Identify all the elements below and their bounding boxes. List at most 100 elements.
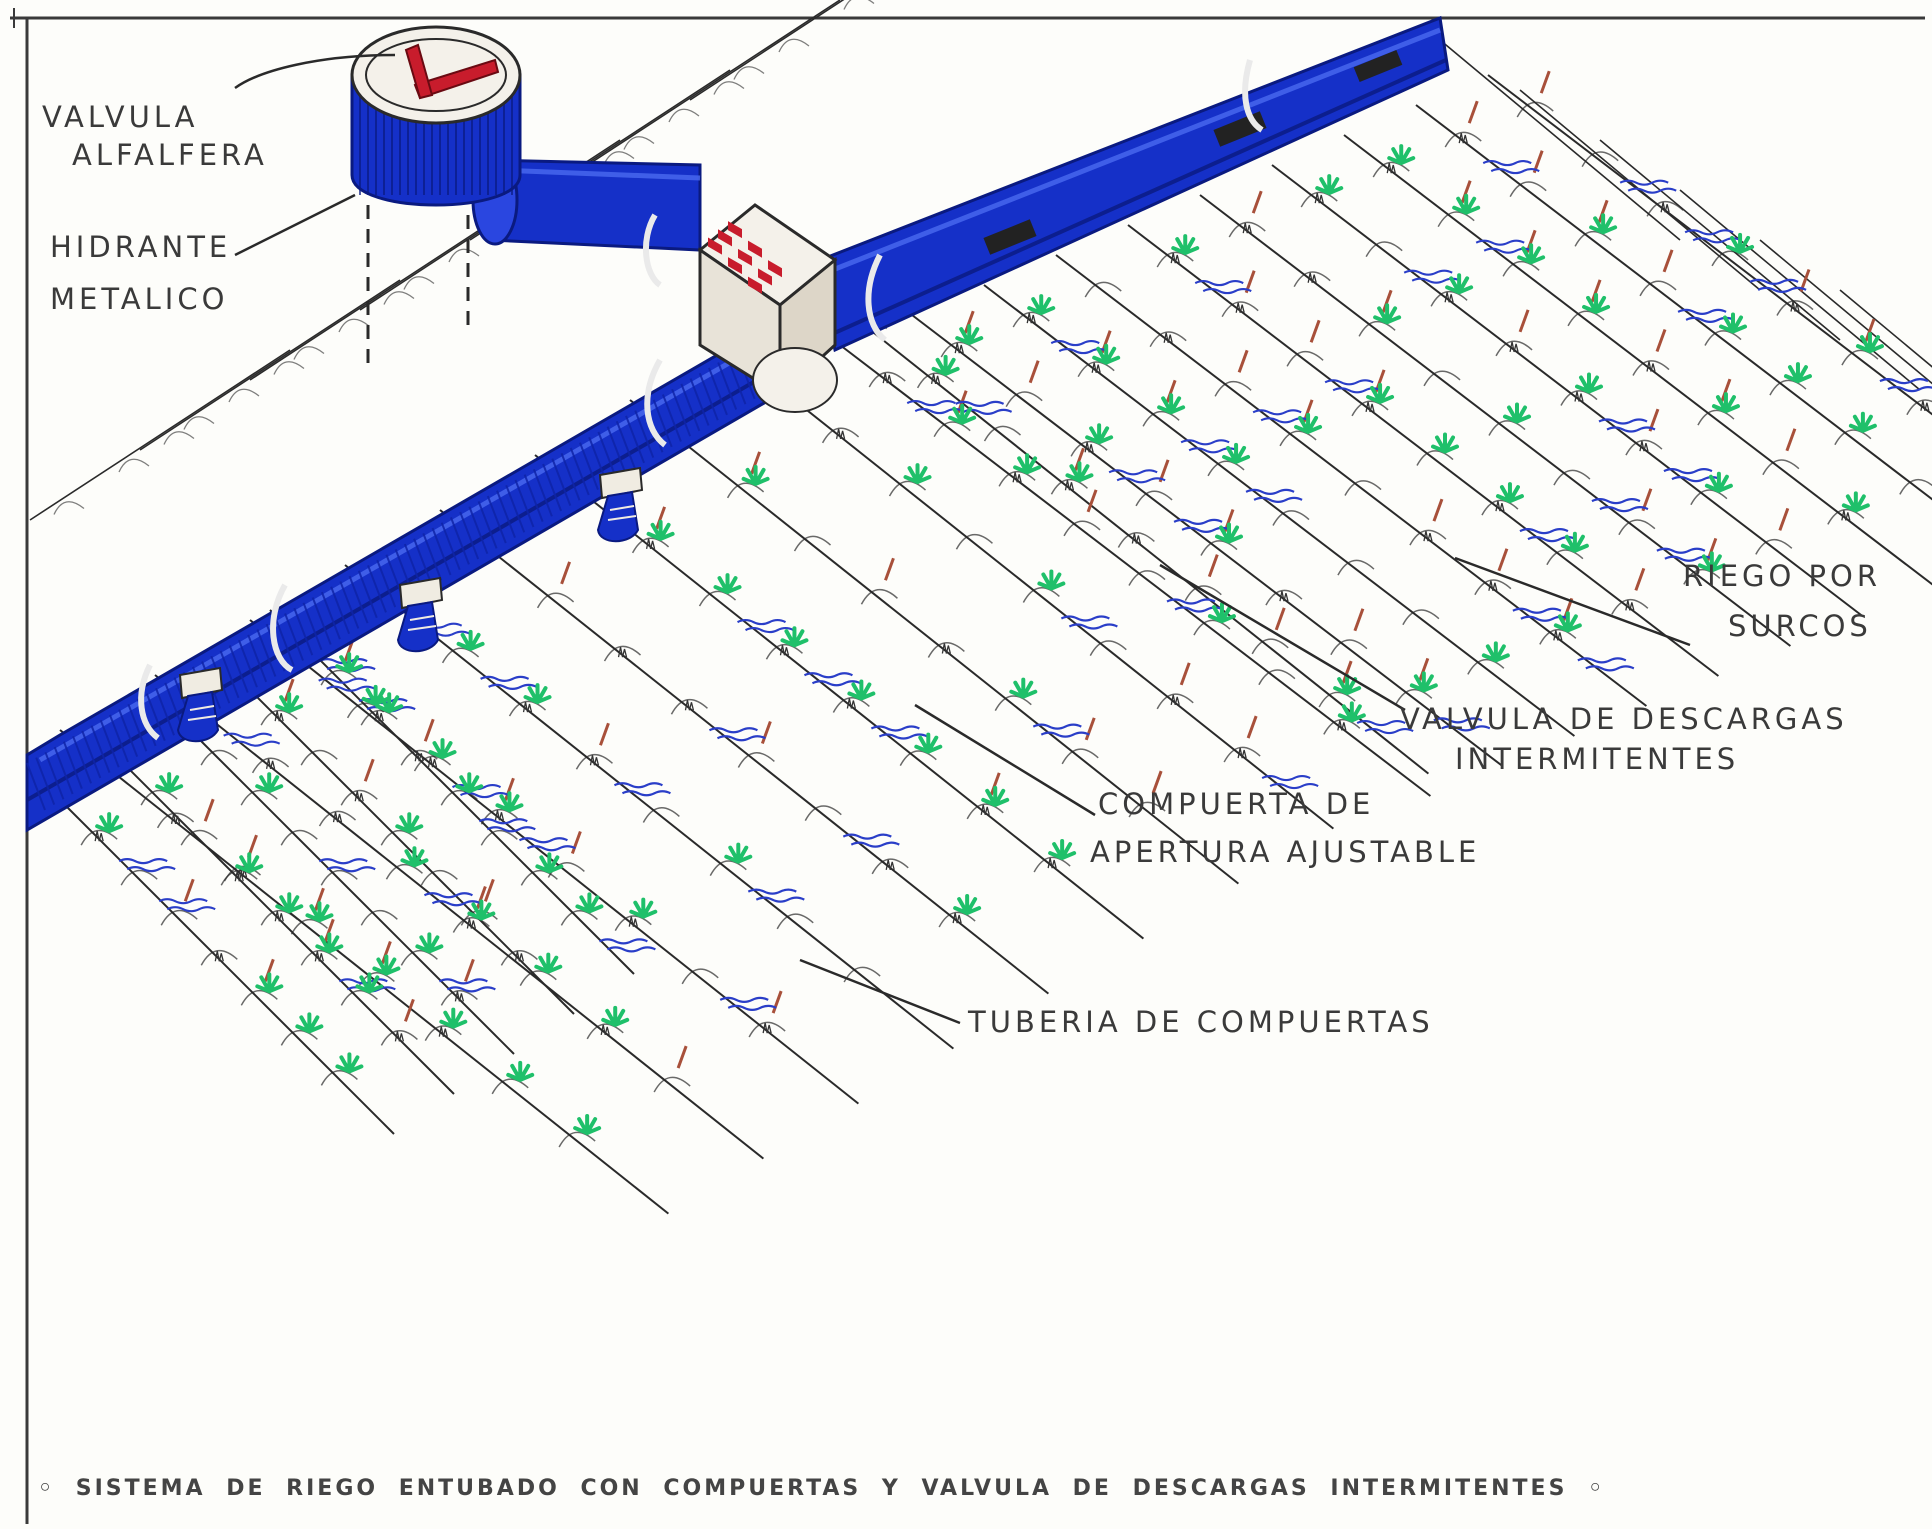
grass-tuft [847,698,855,708]
ridge-arc [1078,362,1114,377]
ridge-arc [1118,533,1154,548]
label-riego-line1: RIEGO POR [1683,559,1881,593]
soil-mark [1499,549,1507,571]
plant-icon [526,685,550,702]
ridge-arc [669,109,699,122]
plant-icon [1563,534,1587,551]
ridge-arc [1085,282,1121,297]
ridge-arc [1352,401,1388,416]
plant-icon [374,956,398,973]
ridge-arc [1224,747,1260,762]
grass-tuft [780,645,788,655]
grass-tuft [429,757,437,767]
water-ripple-icon [622,791,670,795]
ridge-arc [1201,541,1237,556]
soil-mark [1181,663,1189,685]
ridge-arc [1229,222,1265,237]
ridge-arc [559,1132,595,1147]
plant-icon [1858,334,1882,351]
water-ripple-icon [728,1006,776,1010]
soil-mark [885,558,893,580]
ridge-arc [1366,242,1402,257]
ridge-arc [795,536,831,551]
soil-mark [365,759,373,781]
plant-icon [1015,455,1039,472]
water-ripple-icon [1069,624,1117,628]
plant-icon [1505,405,1529,422]
ridge-arc [605,646,641,661]
ridge-arc [576,755,612,770]
plant-icon [1728,235,1752,252]
grass-tuft [1315,193,1323,203]
hydrant-support-lines [368,205,468,370]
ridge-arc [1482,500,1518,515]
plant-icon [402,848,426,865]
ridge-arc [1633,361,1669,376]
grass-tuft [1171,253,1179,263]
water-ripple-icon [1041,733,1089,737]
grass-tuft [275,911,283,921]
plant-icon [1375,305,1399,322]
ridge-arc [1280,431,1316,446]
plant-icon [1433,435,1457,452]
plant-icon [603,1008,627,1025]
grass-tuft [942,643,950,653]
grass-tuft [1338,720,1346,730]
grass-tuft [837,429,845,439]
label-tuberia-compuertas: TUBERIA DE COMPUERTAS [968,1005,1434,1039]
plant-icon [1340,703,1364,720]
furrow-line [580,0,840,170]
grass-tuft [334,812,342,822]
label-valvula-descargas-line2: INTERMITENTES [1455,742,1739,776]
ridge-arc [728,483,764,498]
plant-icon [1317,176,1341,193]
ridge-arc [1431,292,1467,307]
plant-icon [307,903,331,920]
furrow-line [690,0,950,100]
plant-icon [337,1054,361,1071]
plant-icon [1519,245,1543,262]
plant-icon [441,1010,465,1027]
ridge-arc [823,428,859,443]
grass-tuft [981,805,989,815]
ridge-arc [1194,620,1230,635]
ridge-arc [1208,461,1244,476]
ridge-arc [900,751,936,766]
plant-icon [744,467,768,484]
plant-icon [1721,315,1745,332]
soil-mark [1469,101,1477,123]
ridge-arc [861,590,897,605]
water-ripple-icon [167,907,215,911]
soil-mark [1239,350,1247,372]
ridge-arc [1338,560,1374,575]
plant-icon [1714,394,1738,411]
water-ripple-icon [1586,666,1634,670]
grass-tuft [1027,313,1035,323]
ridge-arc [1023,588,1059,603]
grass-tuft [1387,163,1395,173]
grass-tuft [1575,392,1583,402]
grass-tuft [1132,533,1140,543]
plant-icon [782,628,806,645]
ridge-arc [738,753,774,768]
grass-tuft [1459,133,1467,143]
ridge-arc [253,758,289,773]
soil-mark [1664,250,1672,272]
ridge-arc [1575,232,1611,247]
ridge-arc [1301,192,1337,207]
grass-tuft [95,831,103,841]
grass-tuft [215,951,223,961]
furrow-line [155,675,763,1159]
ridge-arc [1222,302,1258,317]
soil-mark [1636,568,1644,590]
plant-icon [983,788,1007,805]
ridge-arc [956,535,992,550]
gated-pipe [27,310,810,830]
water-ripple-icon [1888,387,1932,391]
ridge-arc [538,593,574,608]
plant-icon [537,854,561,871]
plant-icon [1011,680,1035,697]
soil-mark [1311,320,1319,342]
ridge-arc [1345,481,1381,496]
soil-mark [1086,718,1094,740]
